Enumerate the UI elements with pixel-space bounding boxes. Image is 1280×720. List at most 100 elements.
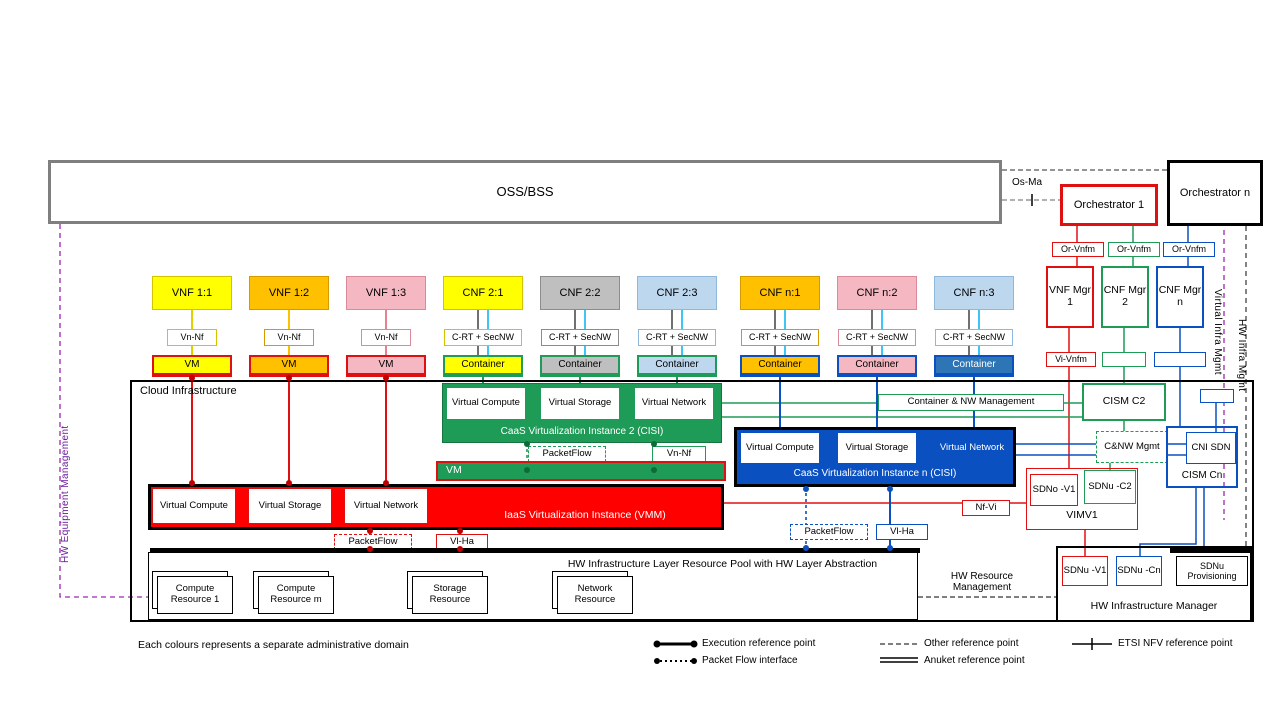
sdnu-v1-text: SDNu -V1 (1063, 564, 1107, 576)
cnf-mgr-n-box: CNF Mgr n (1156, 266, 1204, 328)
or-vnfm-label-3: Or-Vnfm (1171, 244, 1206, 255)
vimv1-box (1026, 468, 1138, 530)
if-label: C-RT + SecNW (646, 332, 708, 343)
virtual-storage-label: Virtual Storage (258, 499, 322, 511)
container-label: Container (758, 359, 802, 371)
cnf-mgr-2-label: CNF Mgr 2 (1103, 284, 1147, 308)
legend-anuket-label: Anuket reference point (924, 655, 1025, 666)
or-vnfm-box-1: Or-Vnfm (1052, 242, 1104, 257)
virtual-infra-mgmt-label: Virtual Infra Mgmt (1212, 289, 1223, 375)
if-label-crt-2: C-RT + SecNW (541, 329, 619, 346)
cisin-virtual-compute-box: Virtual Compute (740, 432, 820, 464)
container-label: Container (558, 359, 602, 371)
hw-layer-label: HW Infrastructure Layer Resource Pool wi… (530, 557, 915, 572)
vi-vnfm-box: Vi-Vnfm (1046, 352, 1096, 367)
nf-box-vnf-1-3: VNF 1:3 (346, 276, 426, 310)
virtual-storage-label: Virtual Storage (845, 441, 909, 453)
vm-box-2: VM (249, 355, 329, 377)
hw-abstraction-bar (150, 548, 920, 553)
sdnu-cn-text: SDNu -Cn (1117, 564, 1161, 576)
nf-label: VNF 1:1 (171, 286, 213, 299)
cism-cn-text: CISM Cn (1181, 470, 1223, 482)
sdnu-provisioning-text: SDNu Provisioning (1187, 560, 1237, 581)
cisi2-virtual-network-box: Virtual Network (634, 387, 714, 420)
orchestrator-1-label: Orchestrator 1 (1073, 198, 1145, 211)
cnw-mgmt-text: C&NW Mgmt (1104, 440, 1160, 452)
if-label-crt-1: C-RT + SecNW (444, 329, 522, 346)
nf-label: CNF 2:2 (559, 286, 601, 299)
or-vnfm-box-3: Or-Vnfm (1163, 242, 1215, 257)
nf-label: VNF 1:3 (365, 286, 407, 299)
vm-box-1: VM (152, 355, 232, 377)
sdnu-c2-text: SDNu -C2 (1088, 480, 1132, 492)
if-label-vn-nf-1: Vn-Nf (167, 329, 217, 346)
cism-c2-box: CISM C2 (1082, 383, 1166, 421)
nf-vi-label: Nf-Vi (962, 500, 1010, 516)
packetflow-text: PacketFlow (804, 525, 854, 537)
cni-sdn-text: CNI SDN (1191, 441, 1231, 453)
oss-bss-box: OSS/BSS (48, 160, 1002, 224)
packetflow-blue-label: PacketFlow (790, 524, 868, 540)
if-label-crt-4: C-RT + SecNW (741, 329, 819, 346)
virtual-compute-label: Virtual Compute (452, 397, 520, 409)
if-label: C-RT + SecNW (943, 332, 1005, 343)
packetflow-green-label: PacketFlow (528, 446, 606, 462)
packetflow-text: PacketFlow (542, 447, 592, 459)
caas-cisi-2-text: CaaS Virtualization Instance 2 (CISI) (500, 426, 664, 438)
nf-box-cnf-2-1: CNF 2:1 (443, 276, 523, 310)
cnf-mgr-2-box: CNF Mgr 2 (1101, 266, 1149, 328)
container-label: Container (655, 359, 699, 371)
resource-label: Network Resource (574, 583, 616, 605)
hw-infra-mgmt-label: HW Infra Mgmt (1236, 319, 1247, 392)
vn-nf-green-label: Vn-Nf (652, 446, 706, 462)
sdnu-provisioning-box: SDNu Provisioning (1176, 556, 1248, 586)
vimv1-label: VIMV1 (1026, 508, 1138, 524)
vi-vnfm-label: Vi-Vnfm (1055, 354, 1087, 365)
iaas-vmm-box (148, 484, 724, 530)
hw-resource-mgmt-text: HW Resource Management (950, 570, 1014, 593)
virtual-compute-label: Virtual Compute (160, 499, 228, 511)
if-label: C-RT + SecNW (549, 332, 611, 343)
if-label-crt-3: C-RT + SecNW (638, 329, 716, 346)
container-label: Container (855, 359, 899, 371)
legend-other-label: Other reference point (924, 638, 1019, 649)
orchestrator-n-label: Orchestrator n (1179, 186, 1251, 199)
nf-box-cnf-2-2: CNF 2:2 (540, 276, 620, 310)
cni-sdn-box: CNI SDN (1186, 432, 1236, 464)
virtual-storage-label: Virtual Storage (548, 397, 612, 409)
if-label: C-RT + SecNW (846, 332, 908, 343)
cloud-infrastructure-box (130, 380, 1254, 622)
container-box-5: Container (837, 355, 917, 377)
or-vnfm-box-2: Or-Vnfm (1108, 242, 1160, 257)
if-label: C-RT + SecNW (749, 332, 811, 343)
legend-packetflow-label: Packet Flow interface (702, 655, 798, 666)
hw-equipment-mgmt-label: HW Equipment Management (60, 425, 71, 563)
if-label-vn-nf-3: Vn-Nf (361, 329, 411, 346)
iaas-vmm-label: IaaS Virtualization Instance (VMM) (450, 508, 720, 524)
nf-box-vnf-1-2: VNF 1:2 (249, 276, 329, 310)
caas-cisi-2-label: CaaS Virtualization Instance 2 (CISI) (442, 424, 722, 440)
vn-nf-text: Vn-Nf (666, 447, 692, 459)
vm-bar-text: VM (446, 464, 462, 477)
cloud-infrastructure-title: Cloud Infrastructure (140, 385, 237, 397)
orchestrator-1-box: Orchestrator 1 (1060, 184, 1158, 226)
nf-box-cnf-2-3: CNF 2:3 (637, 276, 717, 310)
vm-label: VM (184, 359, 200, 371)
vm-box-3: VM (346, 355, 426, 377)
if-label-vn-nf-2: Vn-Nf (264, 329, 314, 346)
container-nw-mgmt-box: Container & NW Management (878, 394, 1064, 411)
container-label: Container (461, 359, 505, 371)
vm-label: VM (378, 359, 394, 371)
resource-box-storage: Storage Resource (412, 576, 488, 614)
vl-ha-text: Vl-Ha (450, 535, 474, 547)
resource-box-compute-m: Compute Resource m (258, 576, 334, 614)
if-label: Vn-Nf (374, 332, 398, 343)
virtual-network-label: Virtual Network (939, 441, 1005, 453)
cism-cn-label: CISM Cn (1168, 468, 1236, 484)
vm-label: VM (281, 359, 297, 371)
if-label: Vn-Nf (277, 332, 301, 343)
nf-box-cnf-n-1: CNF n:1 (740, 276, 820, 310)
nf-box-vnf-1-1: VNF 1:1 (152, 276, 232, 310)
container-box-3: Container (637, 355, 717, 377)
